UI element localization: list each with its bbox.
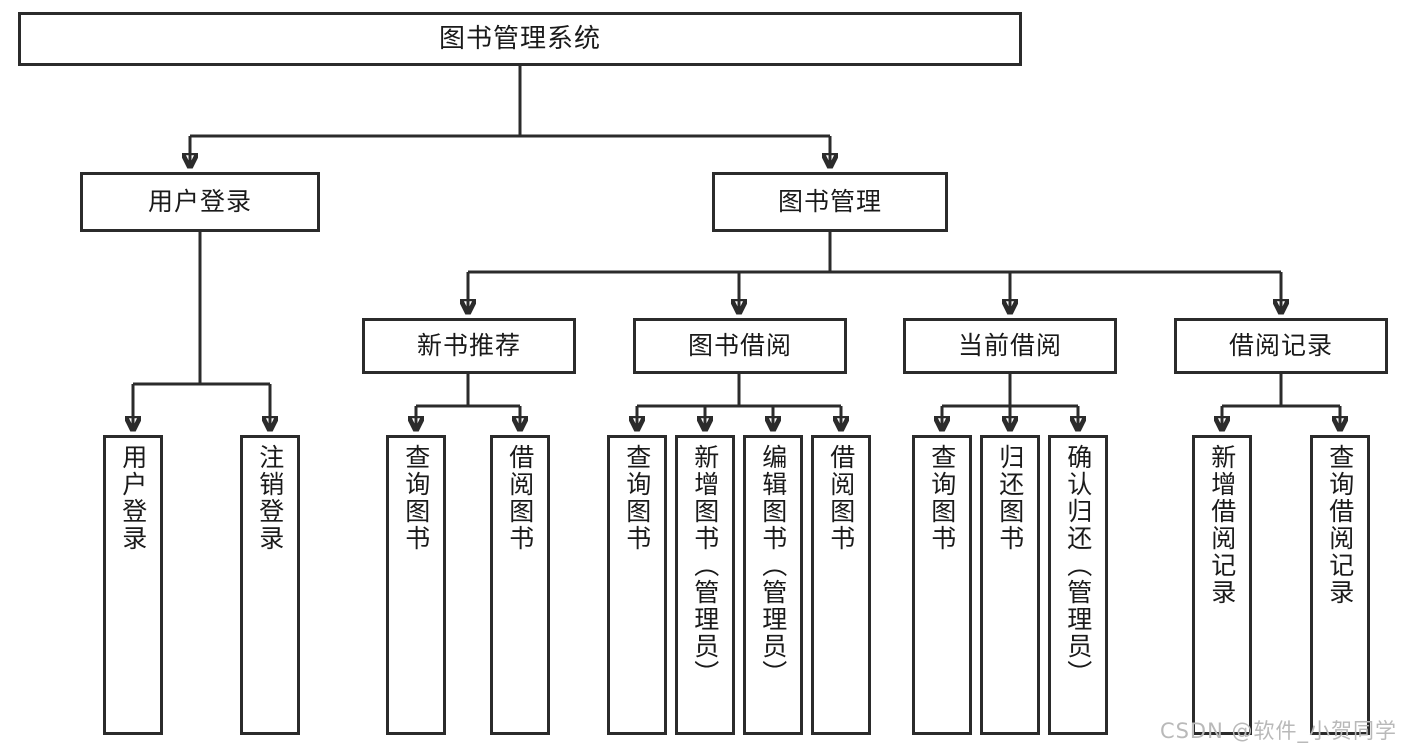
node-root-book-management-system[interactable]: 图书管理系统 — [18, 12, 1022, 66]
leaf-current-borrow-query[interactable]: 查询图书 — [912, 435, 972, 735]
leaf-user-login-signin[interactable]: 用户登录 — [103, 435, 163, 735]
leaf-current-borrow-confirm-return[interactable]: 确认归还（管理员） — [1048, 435, 1108, 735]
edge-bookborrow-to-leaves — [637, 374, 841, 430]
node-label: 查询图书 — [927, 444, 957, 552]
leaf-user-login-signout[interactable]: 注销登录 — [240, 435, 300, 735]
node-borrow-record[interactable]: 借阅记录 — [1174, 318, 1388, 374]
leaf-borrow-record-add[interactable]: 新增借阅记录 — [1192, 435, 1252, 735]
node-label: 图书管理 — [777, 187, 882, 217]
edge-currentborrow-to-leaves — [942, 374, 1078, 430]
node-label: 新增借阅记录 — [1207, 444, 1237, 606]
node-user-login[interactable]: 用户登录 — [80, 172, 320, 232]
node-label: 归还图书 — [995, 444, 1025, 552]
node-book-management[interactable]: 图书管理 — [712, 172, 948, 232]
node-label: 用户登录 — [118, 444, 148, 552]
node-label: 查询图书 — [401, 444, 431, 552]
node-book-borrow[interactable]: 图书借阅 — [633, 318, 847, 374]
leaf-book-borrow-edit[interactable]: 编辑图书（管理员） — [743, 435, 803, 735]
node-label: 用户登录 — [147, 187, 252, 217]
node-label: 图书管理系统 — [438, 23, 601, 54]
edge-root-to-level2 — [190, 66, 830, 167]
leaf-book-borrow-query[interactable]: 查询图书 — [607, 435, 667, 735]
leaf-new-book-borrow[interactable]: 借阅图书 — [490, 435, 550, 735]
node-label: 注销登录 — [255, 444, 285, 552]
node-label: 查询借阅记录 — [1325, 444, 1355, 606]
node-label: 借阅记录 — [1228, 331, 1333, 361]
node-label: 当前借阅 — [957, 331, 1062, 361]
node-label: 借阅图书 — [826, 444, 856, 552]
node-label: 借阅图书 — [505, 444, 535, 552]
node-new-book-recommend[interactable]: 新书推荐 — [362, 318, 576, 374]
leaf-new-book-query[interactable]: 查询图书 — [386, 435, 446, 735]
edge-bookmgmt-to-level3 — [468, 232, 1281, 313]
edge-userlogin-to-leaves — [133, 232, 270, 430]
node-current-borrow[interactable]: 当前借阅 — [903, 318, 1117, 374]
edge-newbook-to-leaves — [416, 374, 520, 430]
leaf-current-borrow-return[interactable]: 归还图书 — [980, 435, 1040, 735]
node-label: 查询图书 — [622, 444, 652, 552]
node-label: 新增图书（管理员） — [690, 444, 720, 687]
node-label: 图书借阅 — [687, 331, 792, 361]
node-label: 确认归还（管理员） — [1063, 444, 1093, 687]
leaf-book-borrow-borrow[interactable]: 借阅图书 — [811, 435, 871, 735]
leaf-borrow-record-query[interactable]: 查询借阅记录 — [1310, 435, 1370, 735]
node-label: 新书推荐 — [416, 331, 521, 361]
edge-borrowrecord-to-leaves — [1222, 374, 1340, 430]
node-label: 编辑图书（管理员） — [758, 444, 788, 687]
leaf-book-borrow-add[interactable]: 新增图书（管理员） — [675, 435, 735, 735]
